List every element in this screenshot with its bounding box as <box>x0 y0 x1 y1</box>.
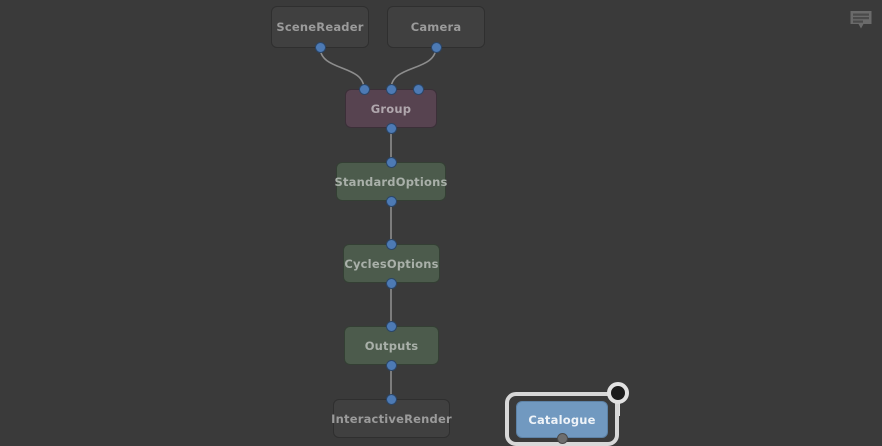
connection-camera-to-group[interactable] <box>390 46 437 90</box>
node-label-camera: Camera <box>410 20 462 34</box>
plug-outputs-in[interactable] <box>385 320 397 332</box>
plug-outputs-out[interactable] <box>385 359 397 371</box>
plug-camera-out[interactable] <box>430 41 442 53</box>
node-label-scenereader: SceneReader <box>276 20 364 34</box>
plug-catalogue-in[interactable] <box>556 432 568 444</box>
connection-scenereader-to-group[interactable] <box>319 46 365 90</box>
plug-group-out[interactable] <box>385 122 397 134</box>
node-label-group: Group <box>370 101 412 116</box>
plug-standardoptions-in[interactable] <box>385 156 397 168</box>
plug-group-in-2[interactable] <box>385 83 397 95</box>
plug-cyclesoptions-out[interactable] <box>385 277 397 289</box>
selection-frame-catalogue[interactable] <box>505 392 619 446</box>
plug-group-in-3[interactable] <box>412 83 424 95</box>
plug-interactiverender-in[interactable] <box>385 393 397 405</box>
plug-group-in-1[interactable] <box>358 83 370 95</box>
node-label-standardoptions: StandardOptions <box>334 174 448 189</box>
annotation-bubble-icon[interactable] <box>848 8 874 34</box>
node-label-interactiverender: InteractiveRender <box>331 411 452 426</box>
selection-drag-handle-icon[interactable] <box>607 382 629 404</box>
plug-scenereader-out[interactable] <box>314 41 326 53</box>
node-label-outputs: Outputs <box>364 338 419 353</box>
node-interactiverender[interactable]: InteractiveRender <box>331 399 452 438</box>
plug-standardoptions-out[interactable] <box>385 195 397 207</box>
plug-cyclesoptions-in[interactable] <box>385 238 397 250</box>
node-label-cyclesoptions: CyclesOptions <box>344 256 439 271</box>
